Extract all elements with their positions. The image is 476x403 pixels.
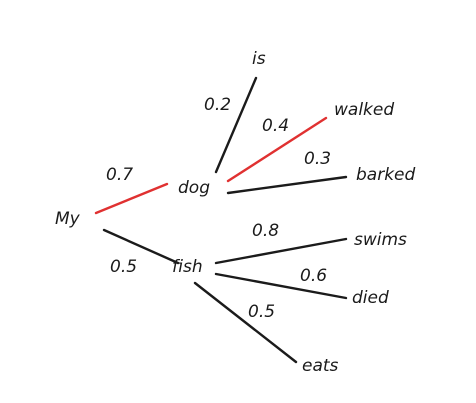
- edge-label-dog-is: 0.2: [204, 95, 231, 115]
- edge-my-fish: [102, 228, 180, 265]
- edge-label-my-dog: 0.7: [106, 165, 133, 185]
- edge-label-dog-walked: 0.4: [262, 116, 289, 136]
- edge-label-fish-eats: 0.5: [248, 302, 275, 322]
- edge-fish-eats: [193, 281, 298, 364]
- node-eats: eats: [302, 356, 339, 376]
- node-walked: walked: [334, 100, 394, 120]
- node-swims: swims: [354, 230, 407, 250]
- edge-fish-swims: [214, 237, 348, 265]
- edge-dog-is: [214, 76, 258, 174]
- edge-label-fish-died: 0.6: [300, 266, 327, 286]
- edge-label-fish-swims: 0.8: [252, 221, 279, 241]
- edge-my-dog: [94, 182, 169, 215]
- edge-fish-died: [214, 272, 348, 300]
- edge-dog-barked: [226, 175, 348, 195]
- node-died: died: [352, 288, 389, 308]
- node-fish: fish: [172, 257, 203, 277]
- node-barked: barked: [356, 165, 416, 185]
- edge-label-my-fish: 0.5: [110, 257, 137, 277]
- node-is: is: [252, 49, 266, 69]
- node-dog: dog: [178, 178, 210, 198]
- edge-label-dog-barked: 0.3: [304, 149, 331, 169]
- node-my: My: [55, 209, 81, 229]
- edge-dog-walked: [226, 116, 328, 183]
